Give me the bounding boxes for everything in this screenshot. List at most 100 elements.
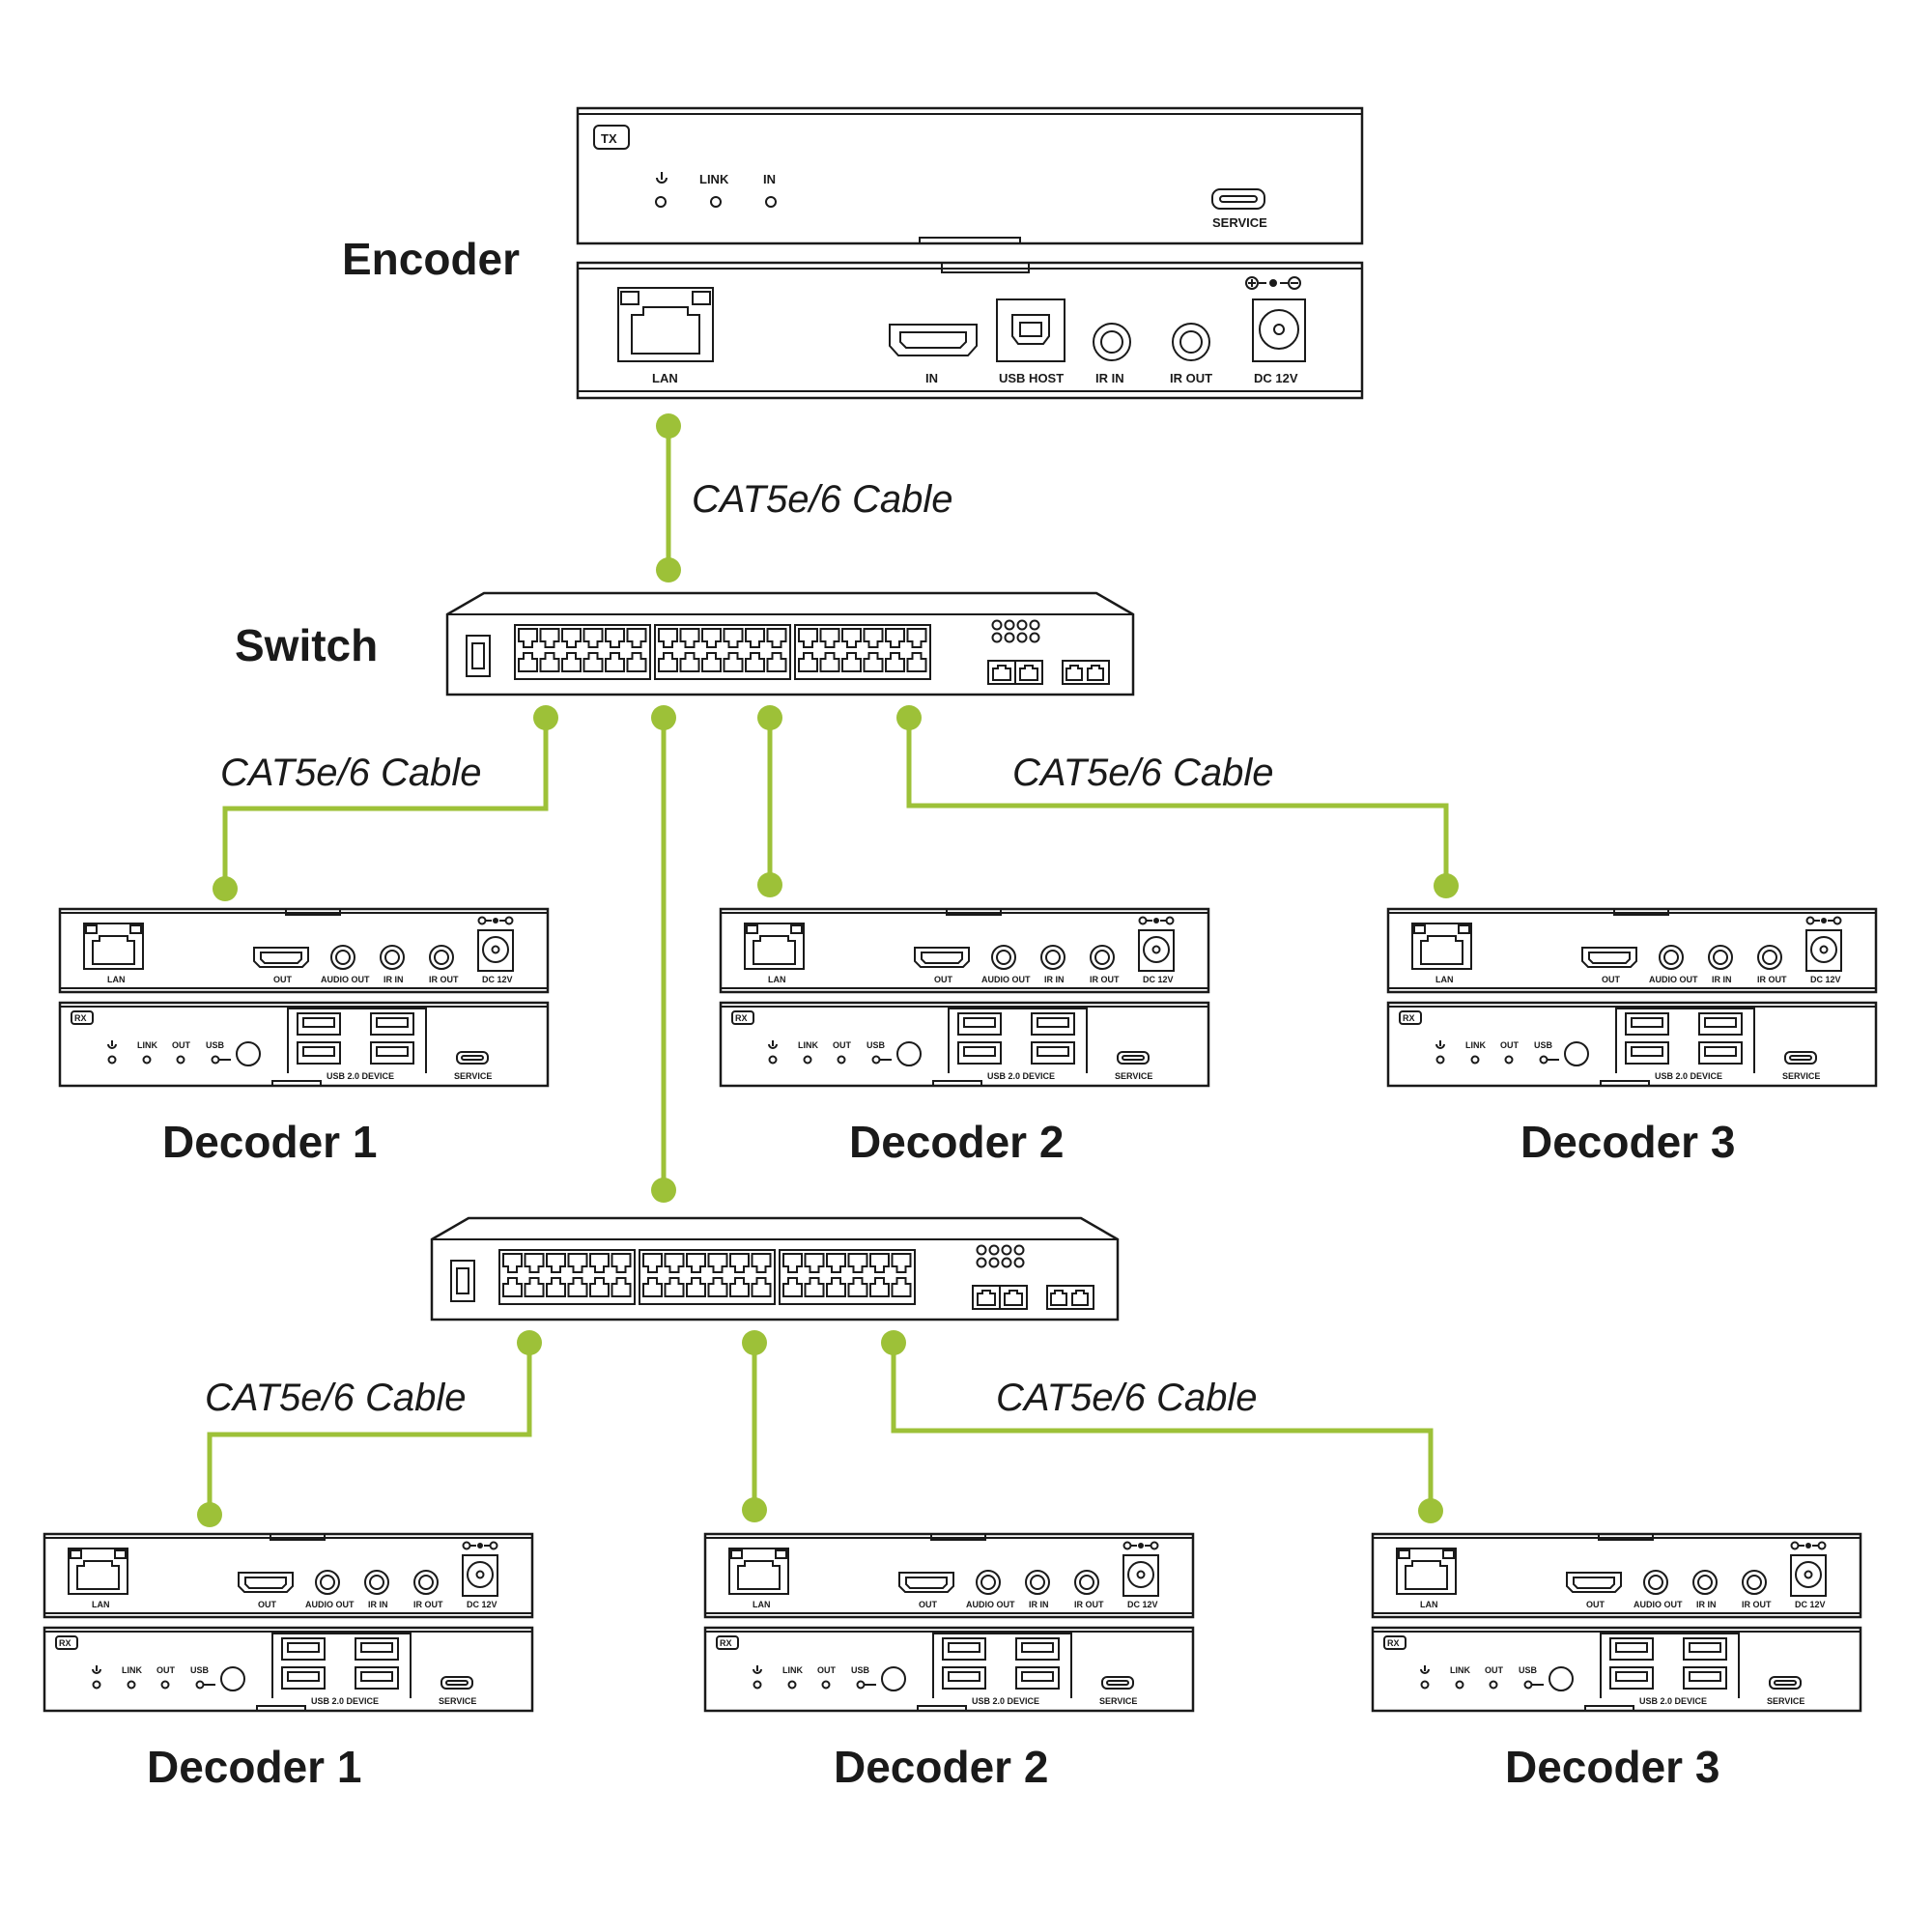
ethernet-port[interactable] xyxy=(539,628,560,648)
lan-port[interactable] xyxy=(68,1548,128,1595)
usb-a-port[interactable] xyxy=(370,1041,414,1065)
audio-out-port[interactable] xyxy=(330,945,355,970)
usb-a-port[interactable] xyxy=(957,1041,1002,1065)
usb-a-port[interactable] xyxy=(942,1666,986,1690)
dc-power-port[interactable] xyxy=(1122,1541,1159,1597)
ethernet-port[interactable] xyxy=(701,652,722,672)
ethernet-port[interactable] xyxy=(605,652,625,672)
ethernet-port[interactable] xyxy=(782,1277,803,1297)
audio-out-port[interactable] xyxy=(976,1570,1001,1595)
ir-in-port[interactable] xyxy=(380,945,405,970)
lan-port[interactable] xyxy=(617,287,714,362)
usb-a-port[interactable] xyxy=(1609,1637,1654,1661)
power-switch[interactable] xyxy=(450,1260,475,1302)
usb-a-port[interactable] xyxy=(297,1041,341,1065)
ethernet-port[interactable] xyxy=(658,652,678,672)
ethernet-port[interactable] xyxy=(841,652,862,672)
lan-port[interactable] xyxy=(1396,1548,1457,1595)
hdmi-out-port[interactable] xyxy=(1581,947,1637,968)
ethernet-port[interactable] xyxy=(679,628,700,648)
usb-a-port[interactable] xyxy=(942,1637,986,1661)
usb-a-port[interactable] xyxy=(281,1666,326,1690)
hdmi-in-port[interactable] xyxy=(889,324,978,356)
usb-a-port[interactable] xyxy=(1609,1666,1654,1690)
ethernet-port[interactable] xyxy=(751,1277,772,1297)
usb-a-port[interactable] xyxy=(1625,1012,1669,1036)
ethernet-port[interactable] xyxy=(847,1253,868,1273)
ethernet-port[interactable] xyxy=(847,1277,868,1297)
service-port[interactable] xyxy=(1769,1676,1802,1690)
lan-port[interactable] xyxy=(1411,923,1472,970)
usb-button[interactable] xyxy=(1548,1666,1574,1691)
ethernet-port[interactable] xyxy=(745,652,765,672)
usb-button[interactable] xyxy=(220,1666,245,1691)
ir-in-port[interactable] xyxy=(1708,945,1733,970)
ethernet-port[interactable] xyxy=(611,1253,632,1273)
dc-power-port[interactable] xyxy=(1138,916,1175,972)
ethernet-port[interactable] xyxy=(745,628,765,648)
usb-a-port[interactable] xyxy=(1683,1637,1727,1661)
ethernet-port[interactable] xyxy=(863,652,884,672)
ethernet-port[interactable] xyxy=(819,652,840,672)
ethernet-port[interactable] xyxy=(869,1277,890,1297)
ethernet-port[interactable] xyxy=(885,628,905,648)
ethernet-port[interactable] xyxy=(686,1253,706,1273)
ethernet-port[interactable] xyxy=(804,1277,825,1297)
ir-in-port[interactable] xyxy=(364,1570,389,1595)
dc-power-port[interactable] xyxy=(1790,1541,1827,1597)
uplink-ports[interactable] xyxy=(972,1285,1094,1310)
ir-in-port[interactable] xyxy=(1040,945,1065,970)
ethernet-port[interactable] xyxy=(605,628,625,648)
ethernet-port[interactable] xyxy=(642,1253,663,1273)
ethernet-port[interactable] xyxy=(729,1277,750,1297)
ir-out-port[interactable] xyxy=(1742,1570,1767,1595)
ethernet-port[interactable] xyxy=(766,628,787,648)
hdmi-out-port[interactable] xyxy=(253,947,309,968)
ethernet-port[interactable] xyxy=(642,1277,663,1297)
lan-port[interactable] xyxy=(83,923,144,970)
ethernet-port[interactable] xyxy=(885,652,905,672)
ethernet-port[interactable] xyxy=(826,1253,846,1273)
ir-out-port[interactable] xyxy=(1090,945,1115,970)
ethernet-port[interactable] xyxy=(582,628,604,648)
ethernet-port[interactable] xyxy=(863,628,884,648)
ethernet-port[interactable] xyxy=(589,1277,610,1297)
ethernet-port[interactable] xyxy=(869,1253,890,1273)
ethernet-port[interactable] xyxy=(891,1277,912,1297)
ethernet-port[interactable] xyxy=(561,628,582,648)
audio-out-port[interactable] xyxy=(991,945,1016,970)
ethernet-port[interactable] xyxy=(626,652,647,672)
usb-a-port[interactable] xyxy=(355,1666,399,1690)
usb-button[interactable] xyxy=(1564,1041,1589,1066)
ethernet-port[interactable] xyxy=(524,1253,545,1273)
ethernet-port[interactable] xyxy=(766,652,787,672)
ethernet-port[interactable] xyxy=(524,1277,545,1297)
ethernet-port[interactable] xyxy=(798,628,818,648)
hdmi-out-port[interactable] xyxy=(914,947,970,968)
ethernet-port[interactable] xyxy=(891,1253,912,1273)
ethernet-port[interactable] xyxy=(658,628,678,648)
ir-in-port[interactable] xyxy=(1093,323,1131,361)
lan-port[interactable] xyxy=(744,923,805,970)
usb-a-port[interactable] xyxy=(297,1012,341,1036)
usb-a-port[interactable] xyxy=(1625,1041,1669,1065)
hdmi-out-port[interactable] xyxy=(898,1572,954,1593)
ethernet-port[interactable] xyxy=(582,652,604,672)
usb-a-port[interactable] xyxy=(1015,1637,1060,1661)
audio-out-port[interactable] xyxy=(1659,945,1684,970)
hdmi-out-port[interactable] xyxy=(238,1572,294,1593)
ethernet-port[interactable] xyxy=(729,1253,750,1273)
usb-a-port[interactable] xyxy=(355,1637,399,1661)
service-port[interactable] xyxy=(1101,1676,1134,1690)
ir-out-port[interactable] xyxy=(413,1570,439,1595)
ir-in-port[interactable] xyxy=(1025,1570,1050,1595)
ethernet-port[interactable] xyxy=(561,652,582,672)
usb-a-port[interactable] xyxy=(1015,1666,1060,1690)
ethernet-port[interactable] xyxy=(626,628,647,648)
usb-a-port[interactable] xyxy=(957,1012,1002,1036)
service-port[interactable] xyxy=(440,1676,473,1690)
ethernet-port[interactable] xyxy=(679,652,700,672)
ethernet-port[interactable] xyxy=(502,1253,523,1273)
ethernet-port[interactable] xyxy=(502,1277,523,1297)
ethernet-port[interactable] xyxy=(567,1253,588,1273)
